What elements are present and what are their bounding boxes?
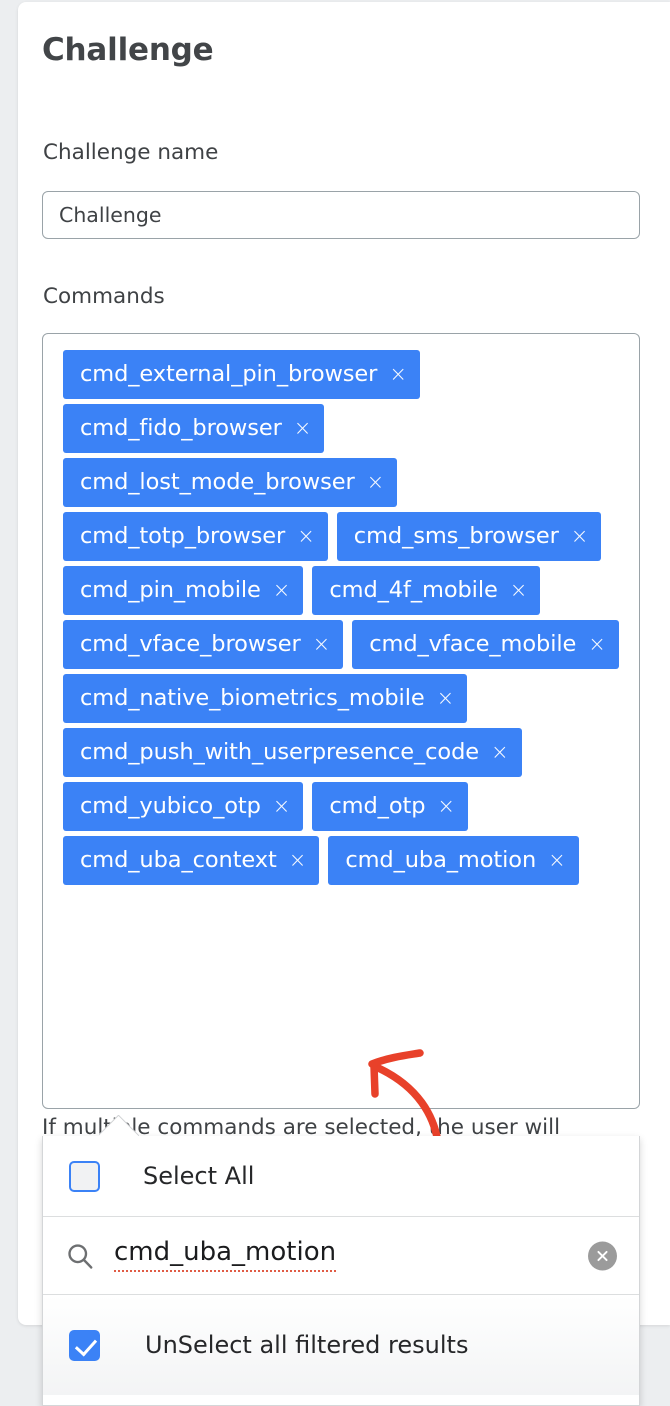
commands-dropdown-panel: Select All cmd_uba_motion UnSelect all f… bbox=[42, 1136, 640, 1406]
remove-tag-icon[interactable]: × bbox=[293, 416, 312, 440]
remove-tag-icon[interactable]: × bbox=[312, 632, 331, 656]
command-tag[interactable]: cmd_pin_mobile × bbox=[63, 566, 304, 615]
dropdown-select-all-row[interactable]: Select All bbox=[43, 1136, 639, 1217]
command-tag[interactable]: cmd_otp × bbox=[312, 782, 469, 831]
command-tag-label: cmd_uba_context bbox=[80, 847, 277, 874]
command-tag[interactable]: cmd_fido_browser × bbox=[63, 404, 325, 453]
command-tag-label: cmd_fido_browser bbox=[80, 415, 282, 442]
remove-tag-icon[interactable]: × bbox=[288, 848, 307, 872]
command-tag[interactable]: cmd_vface_browser × bbox=[63, 620, 344, 669]
command-tag-label: cmd_pin_mobile bbox=[80, 577, 261, 604]
remove-tag-icon[interactable]: × bbox=[491, 740, 509, 764]
remove-tag-icon[interactable]: × bbox=[389, 362, 407, 386]
dropdown-caret-icon bbox=[99, 1115, 139, 1136]
command-tag[interactable]: cmd_external_pin_browser × bbox=[63, 350, 420, 399]
remove-tag-icon[interactable]: × bbox=[272, 794, 291, 818]
commands-tag-list: cmd_external_pin_browser×cmd_fido_browse… bbox=[63, 350, 631, 885]
remove-tag-icon[interactable]: × bbox=[297, 524, 315, 548]
command-tag-label: cmd_external_pin_browser bbox=[80, 361, 378, 388]
command-tag[interactable]: cmd_totp_browser × bbox=[63, 512, 328, 561]
command-tag[interactable]: cmd_uba_motion × bbox=[328, 836, 579, 885]
commands-tag-box[interactable]: cmd_external_pin_browser×cmd_fido_browse… bbox=[42, 333, 640, 1109]
remove-tag-icon[interactable]: × bbox=[509, 578, 528, 602]
remove-tag-icon[interactable]: × bbox=[570, 524, 589, 548]
commands-label: Commands bbox=[43, 284, 165, 309]
clear-search-icon[interactable] bbox=[588, 1241, 617, 1270]
remove-tag-icon[interactable]: × bbox=[437, 794, 456, 818]
dropdown-search-input[interactable]: cmd_uba_motion bbox=[114, 1239, 337, 1272]
remove-tag-icon[interactable]: × bbox=[272, 578, 291, 602]
remove-tag-icon[interactable]: × bbox=[366, 470, 385, 494]
challenge-name-input[interactable] bbox=[42, 191, 640, 239]
dropdown-search-row[interactable]: cmd_uba_motion bbox=[43, 1217, 639, 1295]
command-tag-label: cmd_uba_motion bbox=[345, 847, 537, 874]
command-tag[interactable]: cmd_vface_mobile × bbox=[352, 620, 619, 669]
command-tag-label: cmd_vface_browser bbox=[80, 631, 301, 658]
command-tag-label: cmd_lost_mode_browser bbox=[80, 469, 355, 496]
command-tag-label: cmd_vface_mobile bbox=[369, 631, 577, 658]
remove-tag-icon[interactable]: × bbox=[588, 632, 606, 656]
unselect-filtered-label: UnSelect all filtered results bbox=[145, 1331, 469, 1359]
command-tag-label: cmd_sms_browser bbox=[353, 523, 559, 550]
search-icon bbox=[68, 1243, 93, 1269]
command-tag[interactable]: cmd_yubico_otp × bbox=[63, 782, 304, 831]
command-tag[interactable]: cmd_push_with_userpresence_code × bbox=[63, 728, 522, 777]
command-tag[interactable]: cmd_4f_mobile × bbox=[312, 566, 541, 615]
command-tag-label: cmd_yubico_otp bbox=[80, 793, 261, 820]
challenge-name-label: Challenge name bbox=[43, 140, 219, 165]
remove-tag-icon[interactable]: × bbox=[548, 848, 566, 872]
command-tag[interactable]: cmd_sms_browser × bbox=[336, 512, 602, 561]
unselect-filtered-checkbox[interactable] bbox=[69, 1329, 100, 1361]
command-tag[interactable]: cmd_uba_context × bbox=[63, 836, 320, 885]
command-tag-label: cmd_4f_mobile bbox=[329, 577, 498, 604]
select-all-label: Select All bbox=[143, 1162, 255, 1190]
select-all-checkbox[interactable] bbox=[69, 1160, 100, 1192]
command-tag[interactable]: cmd_native_biometrics_mobile × bbox=[63, 674, 468, 723]
command-tag-label: cmd_otp bbox=[329, 793, 426, 820]
remove-tag-icon[interactable]: × bbox=[436, 686, 455, 710]
command-tag[interactable]: cmd_lost_mode_browser × bbox=[63, 458, 398, 507]
command-tag-label: cmd_native_biometrics_mobile bbox=[80, 685, 425, 712]
command-tag-label: cmd_totp_browser bbox=[80, 523, 286, 550]
page-title: Challenge bbox=[42, 32, 214, 68]
command-tag-label: cmd_push_with_userpresence_code bbox=[80, 739, 479, 766]
dropdown-unselect-filtered-row[interactable]: UnSelect all filtered results bbox=[43, 1295, 639, 1395]
